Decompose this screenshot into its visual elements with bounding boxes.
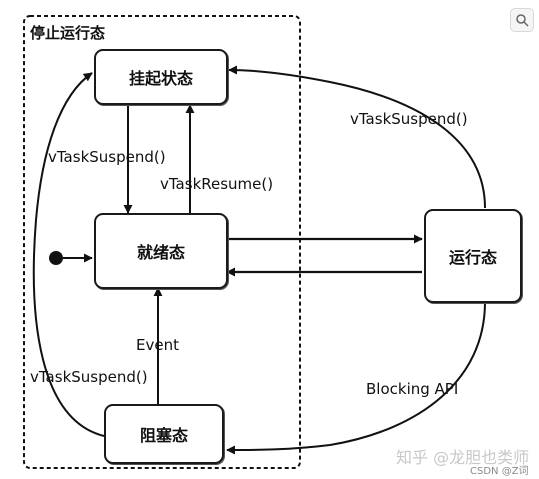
magnifier-icon [516,14,529,27]
watermark-csdn: CSDN @Z词 [470,466,529,477]
label-running-to-blocked: Blocking API [366,380,459,398]
arrow-running-to-blocked [226,301,486,455]
stopped-group-label: 停止运行态 [30,24,106,42]
initial-state-dot [49,251,63,265]
stopped-group-frame [23,15,301,469]
state-ready: 就绪态 [94,213,228,289]
watermark-zhihu: 知乎 @龙胆也类师 [396,448,530,467]
label-blocked-to-ready: Event [136,336,179,354]
label-running-to-suspended: vTaskSuspend() [350,110,468,128]
state-suspended: 挂起状态 [94,49,228,105]
label-blocked-to-suspended: vTaskSuspend() [30,368,148,386]
label-ready-to-suspended: vTaskSuspend() [48,148,166,166]
label-suspended-to-ready: vTaskResume() [160,175,274,193]
state-running: 运行态 [424,209,522,303]
search-image-icon[interactable] [510,8,534,32]
arrow-blocked-to-suspended [32,72,105,437]
arrow-running-to-suspended [228,65,486,209]
state-blocked: 阻塞态 [104,404,224,464]
